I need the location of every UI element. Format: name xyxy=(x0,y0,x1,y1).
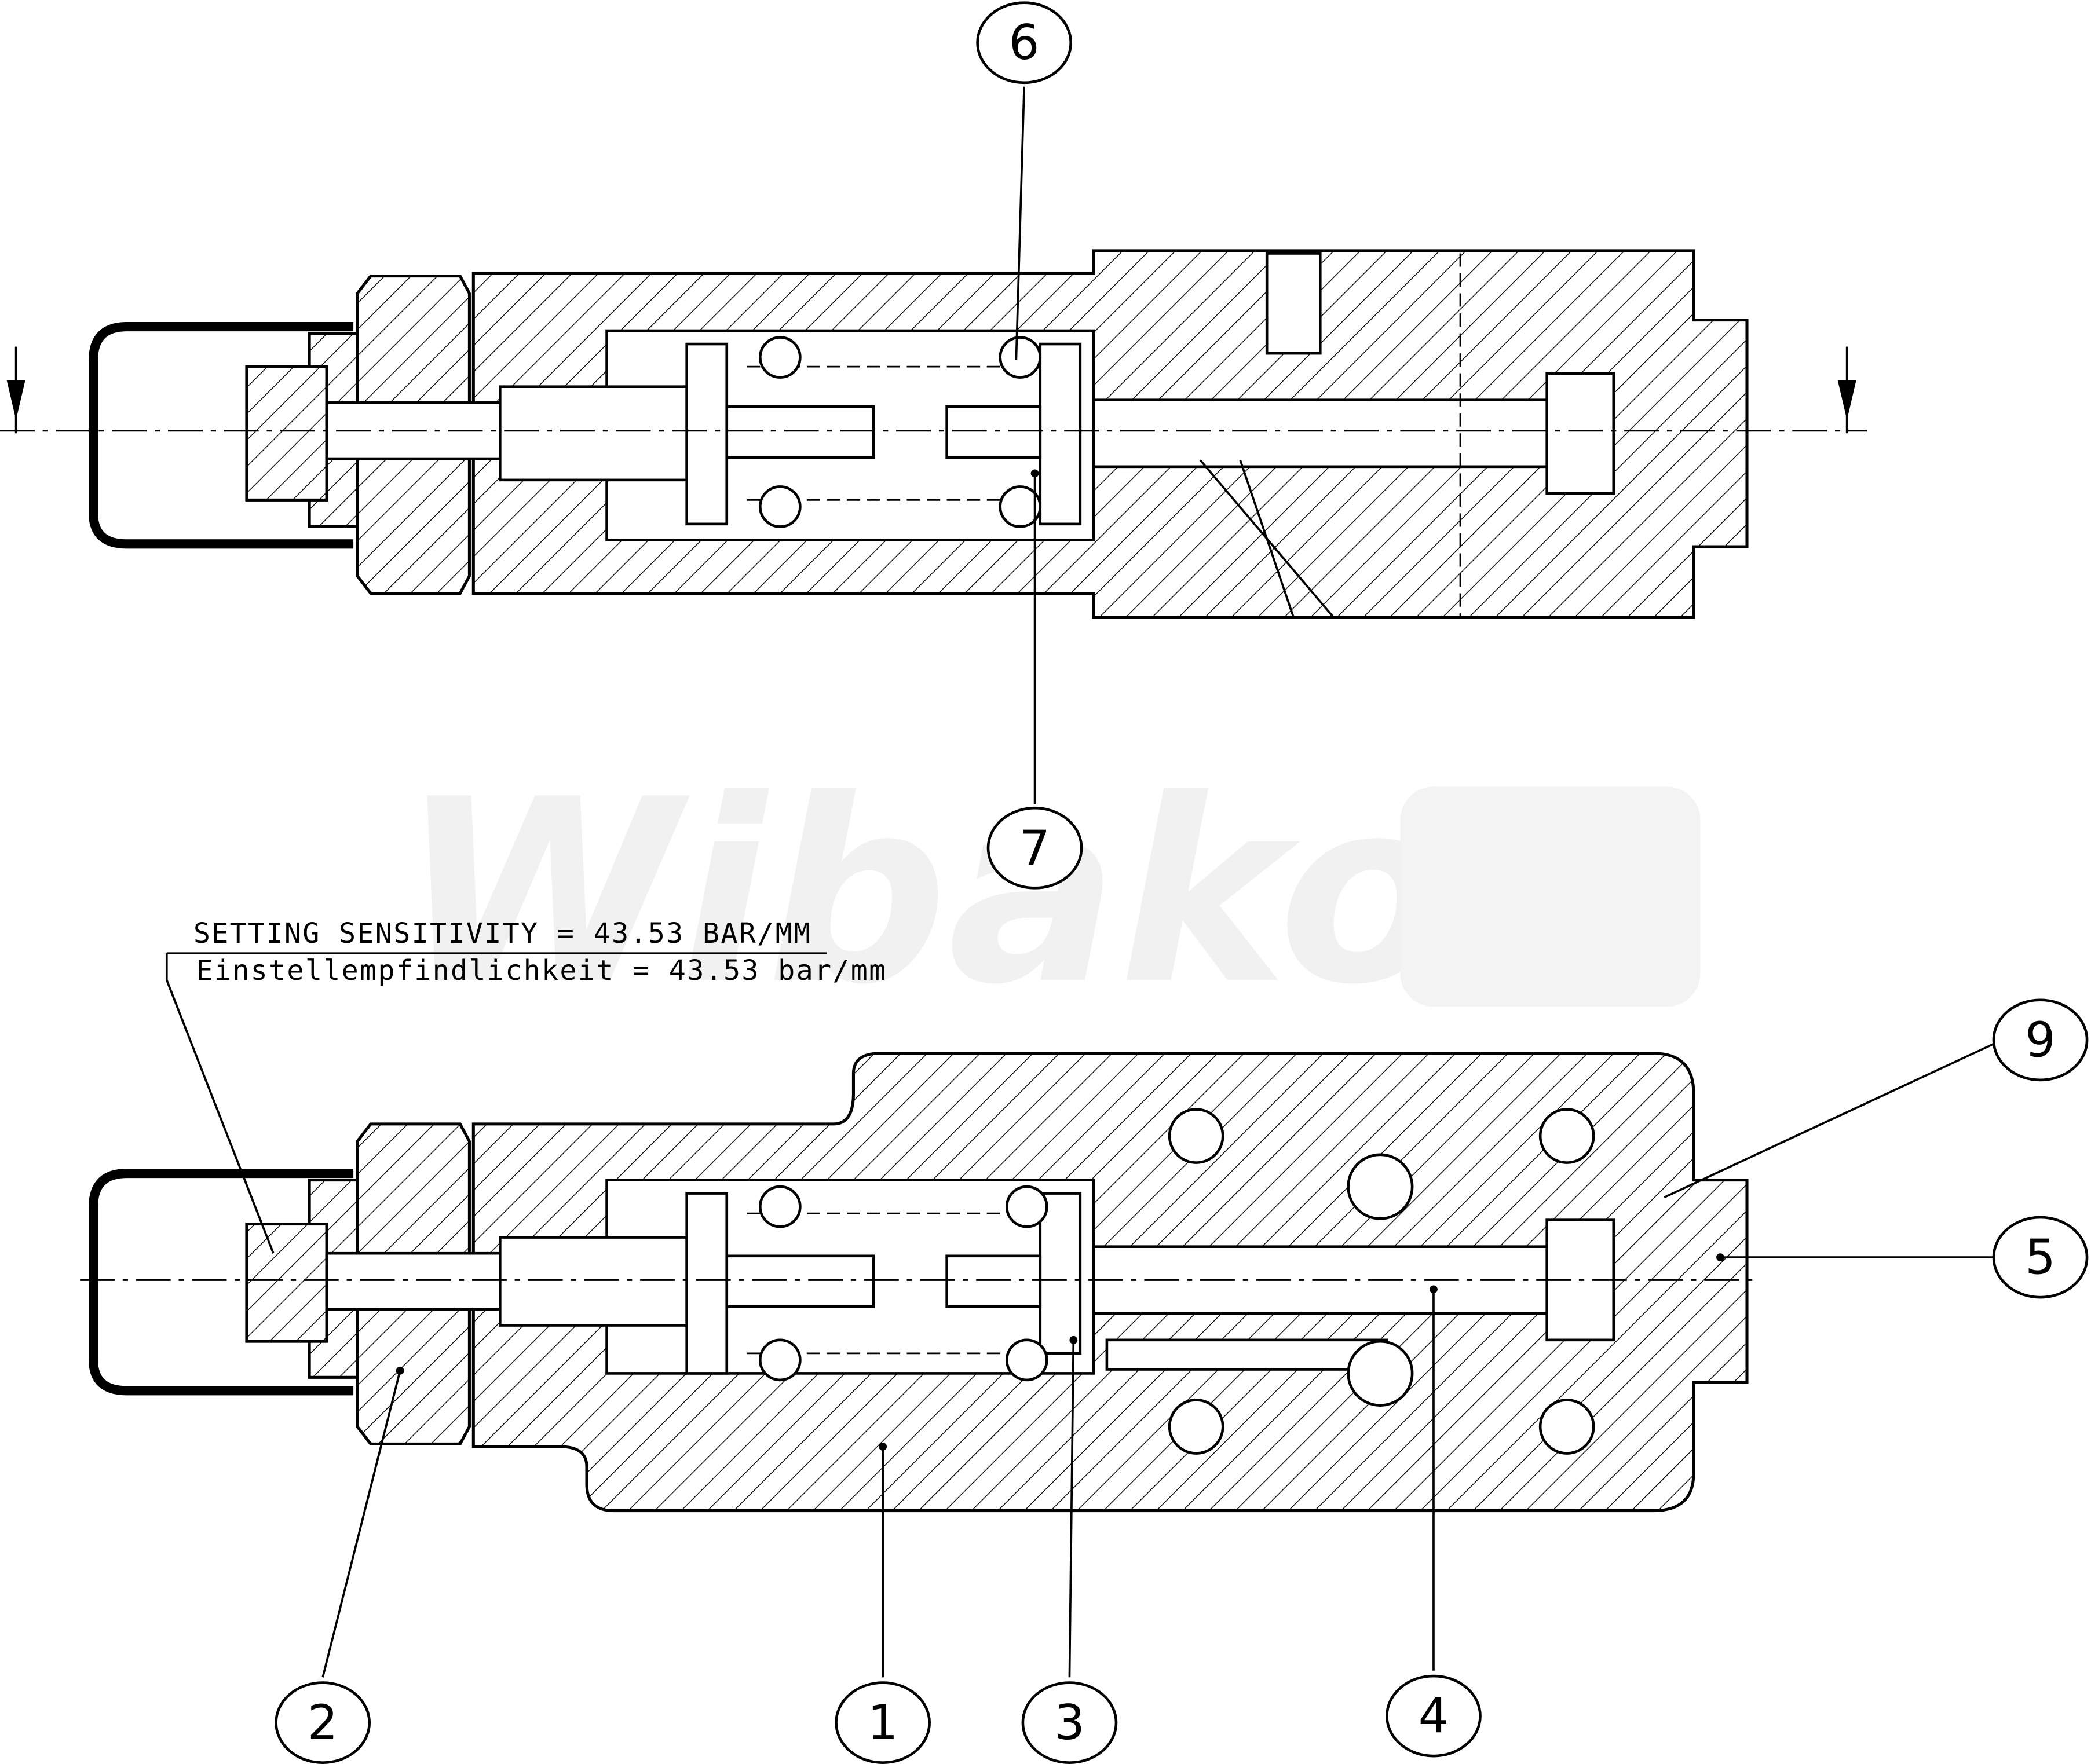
svg-text:2: 2 xyxy=(308,1695,338,1751)
svg-text:6: 6 xyxy=(1009,14,1040,71)
svg-text:7: 7 xyxy=(1019,820,1050,876)
svg-text:1: 1 xyxy=(868,1695,898,1751)
svg-text:Wibako: Wibako xyxy=(400,745,1453,1040)
note-english: SETTING SENSITIVITY = 43.53 BAR/MM xyxy=(193,917,812,950)
setting-sensitivity-note: SETTING SENSITIVITY = 43.53 BAR/MM Einst… xyxy=(165,917,887,1254)
balloon-7: 7 xyxy=(986,806,1083,890)
svg-text:5: 5 xyxy=(2025,1229,2056,1286)
balloon-5: 5 xyxy=(1992,1216,2089,1299)
svg-text:9: 9 xyxy=(2025,1012,2056,1068)
top-section-view xyxy=(89,249,1749,619)
balloon-2: 2 xyxy=(275,1681,371,1764)
top-protective-cap xyxy=(89,322,354,549)
balloon-3: 3 xyxy=(1021,1681,1118,1764)
balloon-1: 1 xyxy=(835,1681,931,1764)
note-german: Einstellempfindlichkeit = 43.53 bar/mm xyxy=(196,954,887,987)
svg-text:4: 4 xyxy=(1419,1688,1449,1744)
leader-lines xyxy=(321,86,1997,1678)
bottom-protective-cap xyxy=(89,1168,354,1396)
balloon-4: 4 xyxy=(1386,1674,1482,1758)
bottom-section-view xyxy=(89,1052,1749,1513)
balloon-6: 6 xyxy=(976,1,1073,85)
balloon-9: 9 xyxy=(1992,998,2089,1082)
watermark: Wibako xyxy=(400,745,1701,1040)
svg-text:3: 3 xyxy=(1054,1695,1085,1751)
